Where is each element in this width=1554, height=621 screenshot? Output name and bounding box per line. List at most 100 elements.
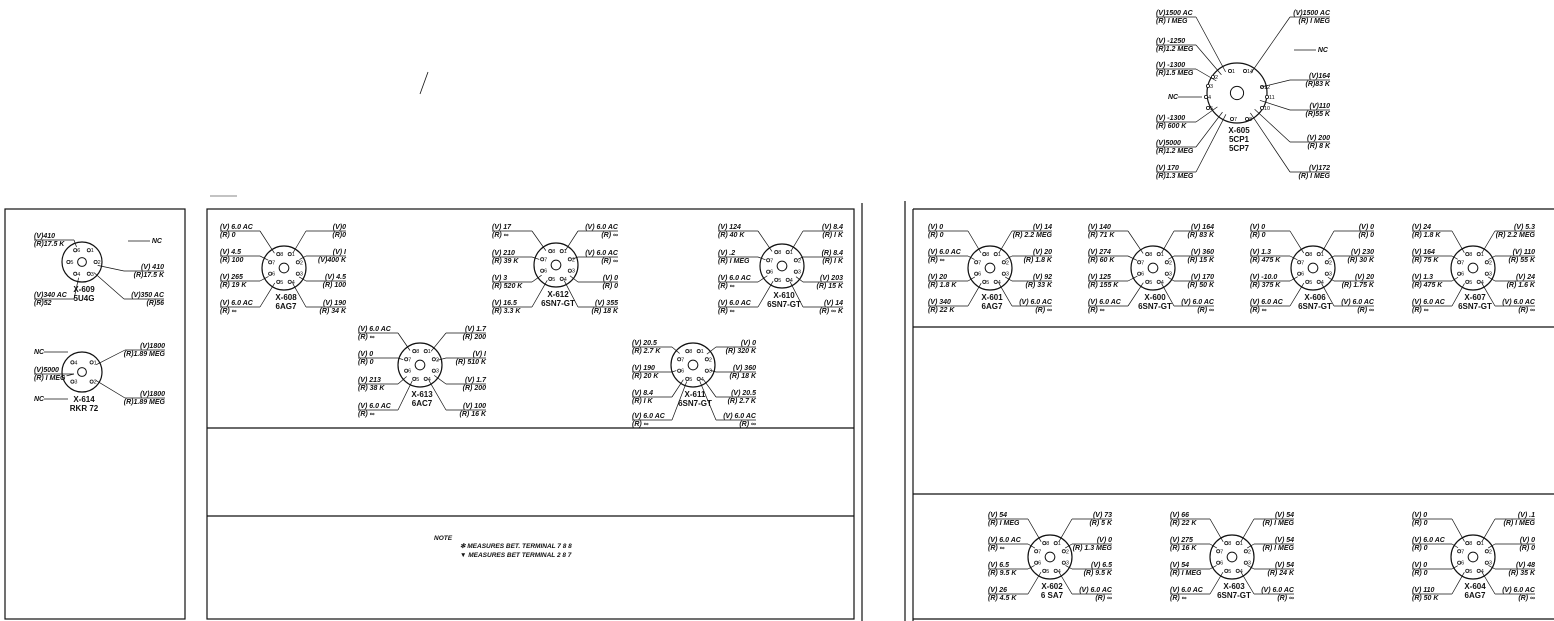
voltage-reading: (V) -1300	[1156, 115, 1185, 122]
socket-pin	[1053, 541, 1058, 546]
reading-leader	[1058, 518, 1073, 542]
socket-pin-number: 5	[552, 277, 555, 283]
socket-designator: X-608	[275, 293, 297, 302]
voltage-reading: (V) 14	[1033, 224, 1052, 231]
pin-reading: (V) 190(R) 34 K	[292, 283, 347, 315]
reading-leader	[1321, 283, 1335, 307]
socket-pin-number: 3	[1006, 272, 1009, 278]
pin-reading: (V) 20(R) 1.75 K	[1327, 274, 1375, 289]
reading-leader	[1451, 276, 1459, 282]
voltage-reading: (V)1500 AC	[1293, 10, 1331, 17]
pin-reading: (V) 0(R) 1.3 MEG	[1064, 537, 1113, 552]
voltage-reading: (V) 230	[1351, 249, 1374, 256]
socket-pin-number: 8	[1309, 252, 1312, 258]
socket-pin-number: 1	[1232, 69, 1235, 75]
resistance-reading: (R) 22 K	[1170, 520, 1197, 527]
resistance-reading: (R) 0	[1358, 232, 1374, 239]
socket-pin-number: 4	[998, 280, 1001, 286]
socket-designator: X-603	[1223, 582, 1245, 591]
pin-reading: (V) 125(R) 155 K	[1088, 274, 1138, 289]
socket-pin	[268, 260, 273, 265]
socket-pin	[685, 376, 690, 381]
resistance-reading: (R)83 K	[1305, 81, 1330, 88]
socket-pin	[1457, 271, 1462, 276]
socket-pin-number: 1	[428, 349, 431, 355]
voltage-reading: (V) 190	[323, 300, 346, 307]
tube-type: 6 SA7	[1041, 591, 1064, 600]
pin-reading: (V) 0(R) 0	[1250, 224, 1305, 254]
resistance-reading: (R) I MEG	[1299, 173, 1331, 180]
voltage-reading: (V) 6.0 AC	[585, 250, 619, 257]
pin-reading: (V)110(R)55 K	[1259, 99, 1331, 118]
socket-pin	[1457, 549, 1462, 554]
panel-center	[206, 208, 855, 620]
voltage-reading: (V) 1.7	[465, 326, 487, 333]
resistance-reading: (R) 0	[602, 283, 618, 290]
socket-pin-number: 5	[1469, 569, 1472, 575]
voltage-reading: (V) 213	[358, 377, 381, 384]
reading-leader	[1250, 16, 1291, 74]
resistance-reading: (R) 22 K	[928, 307, 955, 314]
voltage-reading: (V) 125	[1088, 274, 1111, 281]
socket-pin-number: 2	[1248, 549, 1251, 555]
socket-pin	[793, 269, 798, 274]
voltage-reading: (V) 24	[1516, 274, 1535, 281]
voltage-reading: (V) 6.0 AC	[1088, 299, 1122, 306]
voltage-reading: (V) 26	[988, 587, 1007, 594]
reading-leader	[1488, 255, 1496, 260]
socket-pin	[295, 260, 300, 265]
socket-pin-number: 6	[408, 369, 411, 375]
socket-pin	[412, 349, 417, 354]
socket-pin-number: 2	[1169, 260, 1172, 266]
socket-pin	[993, 279, 998, 284]
pin-reading: (V) 164(R) 83 K	[1161, 224, 1215, 253]
voltage-reading: (V) 6.0 AC	[723, 413, 757, 420]
resistance-reading: (R) ∞	[718, 283, 735, 290]
socket-pin-number: 10	[1264, 106, 1270, 112]
socket-pin-number: 8	[552, 249, 555, 255]
socket-pin-number: 3	[1329, 272, 1332, 278]
socket-pin	[696, 376, 701, 381]
voltage-reading: (V) 4.5	[325, 274, 346, 281]
socket-pin-number: 1	[91, 248, 94, 254]
socket-designator: X-609	[73, 285, 95, 294]
socket-pin-number: 2	[1215, 75, 1218, 81]
socket-pin	[774, 250, 779, 255]
voltage-reading: (V) 6.0 AC	[1502, 299, 1536, 306]
pin-reading: (V) 6.0 AC(R) 0	[1412, 537, 1459, 552]
voltage-reading: (V) 340	[928, 299, 951, 306]
tube-type: 6SN7-GT	[1217, 591, 1251, 600]
voltage-reading: (V) 20	[928, 274, 947, 281]
reading-leader	[1127, 230, 1144, 254]
resistance-reading: (R)17.5 K	[134, 272, 165, 279]
voltage-reading: (V)1800	[140, 391, 165, 398]
resistance-reading: (R) 5 K	[1089, 520, 1113, 527]
resistance-reading: (R) 50 K	[1412, 595, 1439, 602]
reading-leader	[1481, 230, 1496, 254]
no-connection-label: NC	[152, 238, 163, 245]
no-connection-label: NC	[34, 349, 45, 356]
voltage-reading: (V) 6.0 AC	[220, 300, 254, 307]
socket-pin	[1228, 69, 1233, 74]
resistance-reading: (R) 600 K	[1156, 123, 1187, 130]
reading-leader	[1127, 255, 1138, 261]
socket-pin	[1137, 260, 1142, 265]
resistance-reading: (R) 8 K	[1307, 143, 1331, 150]
reading-leader	[699, 381, 717, 421]
pin-reading: (V) 54(R) I MEG	[1246, 537, 1295, 552]
socket-pin-number: 8	[1469, 252, 1472, 258]
pin-reading: (V) -1250(R)1.2 MEG	[1156, 38, 1222, 75]
voltage-reading: (V) 20	[1033, 249, 1052, 256]
socket-pin-number: 14	[1247, 69, 1253, 75]
pin-reading: (V) 200(R) 8 K	[1254, 109, 1331, 150]
socket-pin-number: 4	[77, 272, 80, 278]
voltage-reading: (V) 6.5	[1091, 562, 1112, 569]
voltage-reading: (V) 6.0 AC	[632, 413, 666, 420]
socket-pin-number: 4	[1208, 95, 1211, 101]
socket-pin-number: 5	[778, 278, 781, 284]
reading-leader	[397, 380, 413, 411]
pin-reading: (V) 4.5(R) 100	[220, 249, 269, 264]
resistance-reading: (R)1.2 MEG	[1156, 46, 1194, 53]
